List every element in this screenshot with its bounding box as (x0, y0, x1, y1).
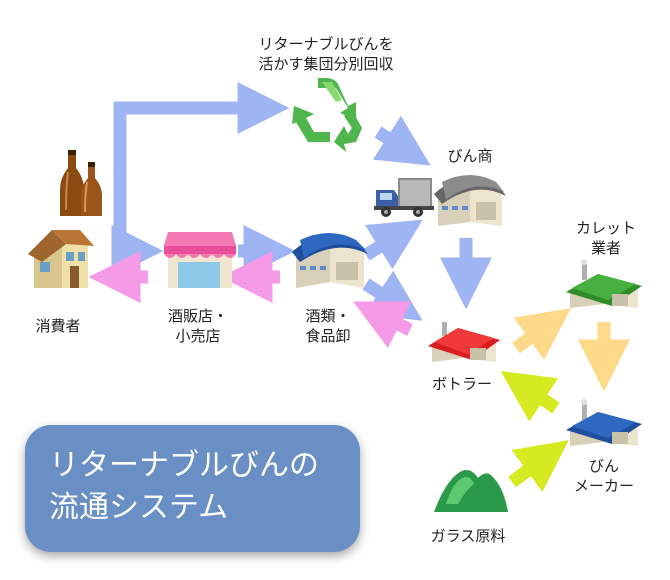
arrow-bottler-to-cullet (512, 308, 571, 360)
label-retailer-line1: 酒販店・ (167, 307, 229, 325)
arrow-wholesaler-to-binshou (362, 219, 423, 270)
arrow-recycle-to-binshou (372, 115, 431, 166)
arrow-glass-to-maker (508, 440, 569, 492)
label-maker-line1: びん (588, 457, 620, 475)
label-maker: びん メーカー (574, 456, 634, 496)
label-wholesaler-line2: 食品卸 (305, 327, 351, 345)
factory-cullet-icon (566, 259, 642, 308)
house-icon (28, 230, 94, 288)
label-glass-line1: ガラス原料 (430, 527, 506, 545)
label-consumer: 消費者 (35, 316, 80, 336)
label-cullet: カレット 業者 (576, 218, 636, 258)
warehouse-binshou-icon (434, 175, 506, 226)
arrow-wholesaler-to-bottler (362, 270, 423, 321)
recycle-icon (292, 78, 362, 152)
label-recycle-line2: 活かす集団分別回収 (258, 55, 394, 73)
arrow-maker-to-bottler (500, 371, 560, 422)
arrow-bottler-to-wholesaler (353, 301, 413, 349)
beer-bottles-icon (60, 150, 102, 216)
label-consumer-line1: 消費者 (35, 317, 81, 335)
title-box: リターナブルびんの 流通システム (25, 425, 360, 552)
shop-icon (164, 232, 236, 288)
title-line2: 流通システム (49, 490, 229, 525)
factory-maker-icon (566, 399, 642, 446)
label-cullet-line1: カレット (575, 219, 637, 237)
warehouse-wholesaler-icon (292, 233, 368, 288)
label-recycle: リターナブルびんを 活かす集団分別回収 (258, 34, 393, 74)
factory-bottler-icon (428, 322, 500, 362)
flow-arrows (88, 82, 630, 492)
label-retailer: 酒販店・ 小売店 (168, 306, 228, 346)
mountain-icon (434, 470, 508, 512)
label-retailer-line2: 小売店 (175, 327, 221, 345)
label-recycle-line1: リターナブルびんを (258, 35, 394, 53)
label-wholesaler: 酒類・ 食品卸 (305, 306, 350, 346)
label-glass: ガラス原料 (431, 526, 506, 546)
label-wholesaler-line1: 酒類・ (305, 307, 351, 325)
label-cullet-line2: 業者 (590, 239, 622, 257)
truck-icon (374, 178, 434, 217)
label-maker-line2: メーカー (573, 477, 635, 495)
arrow-consumer-to-recycle (113, 82, 290, 248)
label-binshou-line1: びん商 (447, 147, 493, 165)
title-line1: リターナブルびんの (49, 448, 319, 483)
label-binshou: びん商 (447, 146, 492, 166)
label-bottler-line1: ボトラー (431, 375, 493, 393)
label-bottler: ボトラー (432, 374, 492, 394)
